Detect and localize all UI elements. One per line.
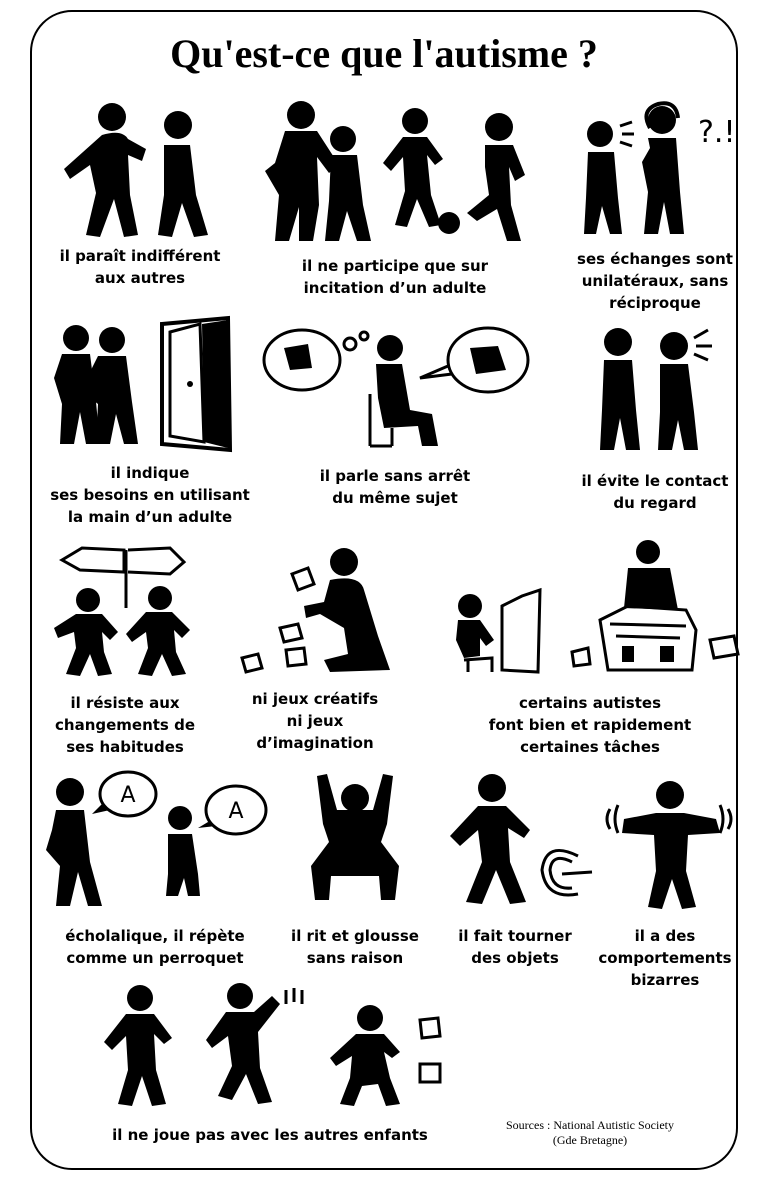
parle-illustration <box>262 326 530 448</box>
indique-illustration <box>54 315 233 453</box>
evite-illustration <box>600 328 712 450</box>
question-marks: ?.! <box>698 115 736 150</box>
page-title: Qu'est-ce que l'autisme ? <box>170 31 598 76</box>
echanges-illustration: ?.! <box>584 101 736 234</box>
incitation-illustration <box>265 101 525 241</box>
resiste-illustration <box>54 546 190 676</box>
tourner-illustration <box>450 774 593 904</box>
caption-joue: il ne joue pas avec les autres enfants <box>112 1126 428 1144</box>
indifferent-illustration <box>64 103 208 237</box>
joue-illustration <box>104 983 442 1106</box>
jeux-illustration <box>240 548 390 674</box>
bizarres-illustration <box>605 781 733 909</box>
bubble-letter: A <box>228 799 243 824</box>
bubble-letter: A <box>120 783 135 808</box>
echolalique-illustration: A A <box>46 770 268 906</box>
rit-illustration <box>311 774 399 900</box>
page-border <box>30 10 738 1170</box>
sources: Sources : National Autistic Society(Gde … <box>506 1118 674 1147</box>
taches-illustration <box>456 540 740 674</box>
